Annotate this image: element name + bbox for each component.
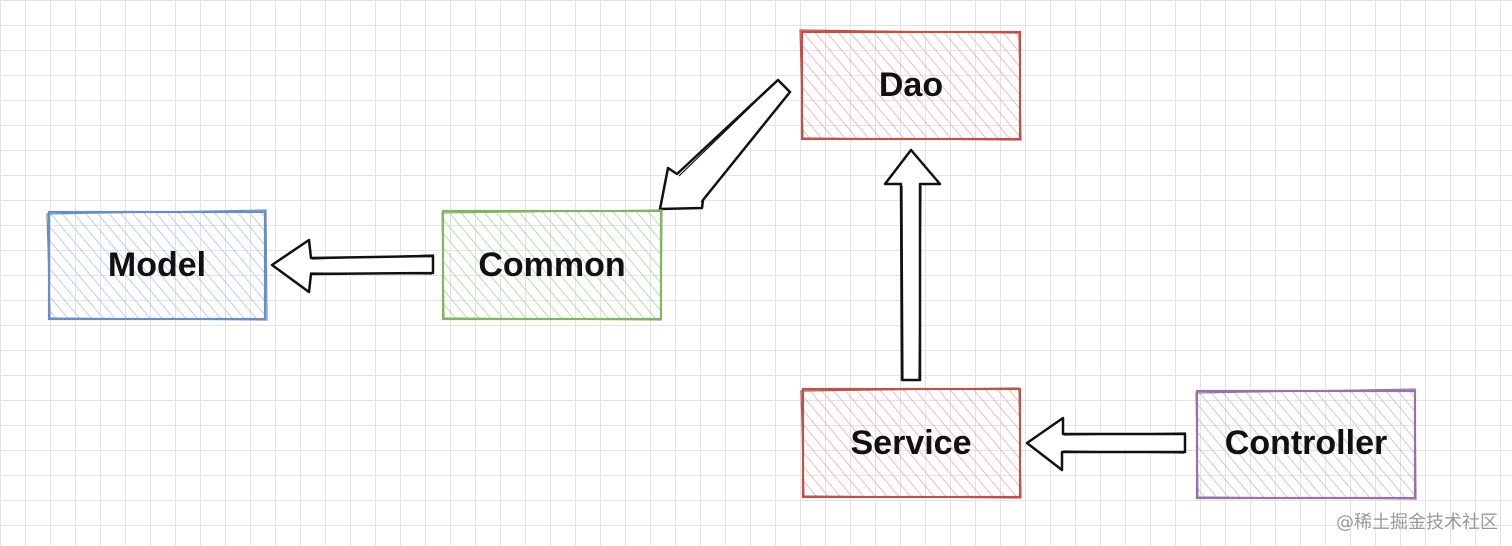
node-label-dao: Dao [879,66,943,104]
node-label-common: Common [478,246,625,284]
node-dao[interactable]: Dao [799,29,1022,141]
node-controller[interactable]: Controller [1195,388,1417,500]
watermark-text: @稀土掘金技术社区 [1336,512,1498,533]
edge-service-to-dao[interactable] [883,148,942,382]
node-service[interactable]: Service [800,387,1022,499]
node-common[interactable]: Common [441,209,663,321]
node-label-model: Model [108,246,206,284]
node-label-service: Service [851,424,972,462]
node-label-controller: Controller [1225,424,1387,462]
node-model[interactable]: Model [46,209,268,321]
edge-controller-to-service[interactable] [1025,416,1187,472]
edge-common-to-model[interactable] [270,238,435,294]
edge-dao-to-common[interactable] [658,78,792,211]
